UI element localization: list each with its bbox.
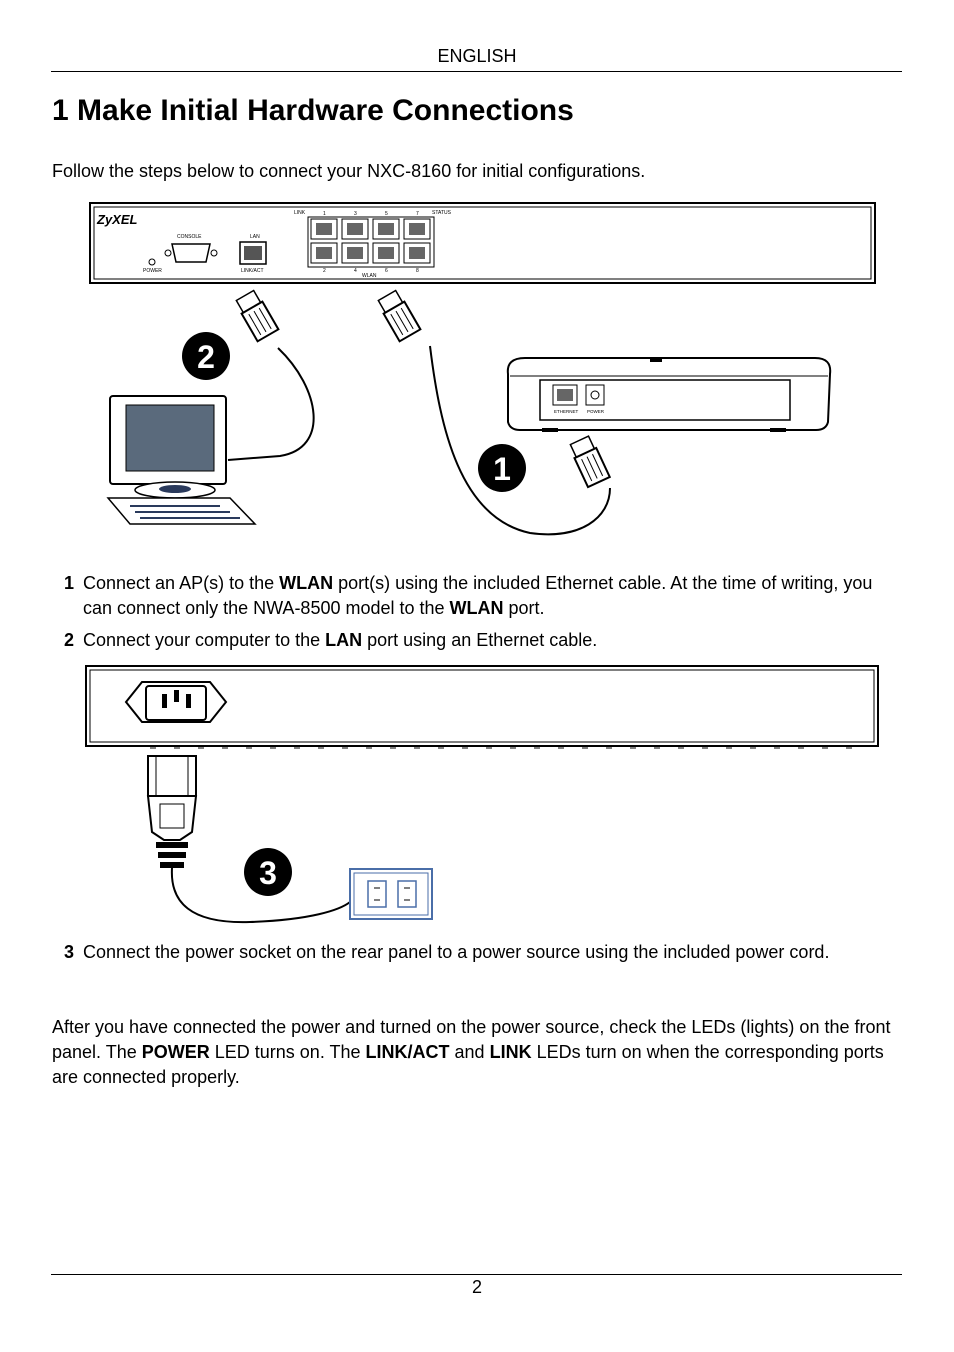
lan-label: LAN	[250, 234, 260, 240]
step-number: 2	[64, 630, 75, 650]
nxc-rear-panel	[85, 665, 879, 749]
wall-outlet	[349, 868, 433, 920]
step-item: 3 Connect the power socket on the rear p…	[64, 940, 904, 965]
step-text: Connect your computer to the LAN port us…	[83, 628, 904, 653]
step-text-part: port using an Ethernet cable.	[362, 630, 598, 650]
closing-text-part: LED turns on. The	[209, 1042, 366, 1062]
step-text-part: Connect your computer to the	[83, 630, 326, 650]
step-text-bold: WLAN	[449, 598, 504, 618]
power-cord	[170, 867, 351, 924]
console-port	[164, 243, 218, 263]
brand-logo: ZyXEL	[96, 212, 138, 227]
closing-text-part: LEDs turn on when the corresponding port…	[52, 1042, 884, 1087]
front-panel-connection-diagram: ZyXEL CONSOLE POWER LAN LINK/ACT LINK ST…	[89, 202, 876, 536]
access-point-device: ETHERNET POWER	[506, 357, 832, 432]
step-text-part: Connect an AP(s) to the	[83, 573, 280, 593]
port-number: 5	[385, 211, 388, 217]
nxc-front-panel: ZyXEL CONSOLE POWER LAN LINK/ACT LINK ST…	[89, 202, 876, 284]
header-rule	[51, 71, 902, 72]
ap-power-label: POWER	[587, 409, 605, 414]
closing-text-part: and	[449, 1042, 490, 1062]
power-socket	[124, 681, 228, 723]
closing-paragraph: After you have connected the power and t…	[52, 1015, 904, 1090]
step-item: 2 Connect your computer to the LAN port …	[64, 628, 904, 653]
computer-illustration	[106, 395, 257, 525]
wlan-label: WLAN	[362, 273, 377, 279]
link-label: LINK	[294, 210, 306, 216]
port-number: 6	[385, 268, 388, 274]
callout-badge: 2	[182, 332, 230, 380]
section-title: 1 Make Initial Hardware Connections	[52, 94, 574, 127]
step-number: 3	[64, 942, 75, 962]
footer-rule	[51, 1274, 902, 1275]
port-number: 1	[323, 211, 326, 217]
running-header: ENGLISH	[437, 46, 517, 66]
ethernet-plug-lan	[235, 289, 280, 343]
wlan-port-block	[307, 216, 435, 268]
port-number: 2	[323, 268, 326, 274]
step-text-bold: WLAN	[279, 573, 334, 593]
step-text: Connect the power socket on the rear pan…	[83, 942, 830, 962]
step-item: 1 Connect an AP(s) to the WLAN port(s) u…	[64, 571, 904, 621]
rear-panel-power-diagram: 3	[85, 665, 879, 924]
power-plug	[146, 755, 198, 868]
ethernet-plug-ap	[569, 435, 612, 489]
callout-number: 1	[493, 451, 511, 487]
status-label: STATUS	[432, 210, 452, 216]
callout-number: 3	[259, 855, 277, 891]
step-text-part: port.	[503, 598, 545, 618]
step-text-bold: LAN	[325, 630, 363, 650]
ethernet-plug-wlan	[377, 289, 422, 343]
step-text: Connect an AP(s) to the WLAN port(s) usi…	[83, 571, 904, 621]
lan-cable	[227, 347, 315, 461]
closing-text-bold: LINK/ACT	[365, 1042, 450, 1062]
link-act-label: LINK/ACT	[241, 268, 264, 274]
port-number: 4	[354, 268, 357, 274]
callout-badge: 1	[478, 444, 526, 492]
ap-ethernet-label: ETHERNET	[554, 409, 579, 414]
console-label: CONSOLE	[177, 234, 202, 240]
closing-text-bold: LINK	[489, 1042, 532, 1062]
port-number: 7	[416, 211, 419, 217]
power-led	[148, 258, 156, 266]
step-number: 1	[64, 573, 75, 593]
closing-text-bold: POWER	[141, 1042, 210, 1062]
closing-text-part: After you have connected the power and t…	[52, 1017, 891, 1062]
port-number: 3	[354, 211, 357, 217]
power-led-label: POWER	[143, 268, 162, 274]
callout-badge: 3	[244, 848, 292, 896]
port-number: 8	[416, 268, 419, 274]
page-number: 2	[471, 1277, 482, 1297]
callout-number: 2	[197, 339, 215, 375]
step-text-part: port(s) using the included Ethernet cabl…	[83, 573, 873, 618]
intro-paragraph: Follow the steps below to connect your N…	[52, 161, 646, 181]
wlan-cable	[429, 345, 611, 536]
